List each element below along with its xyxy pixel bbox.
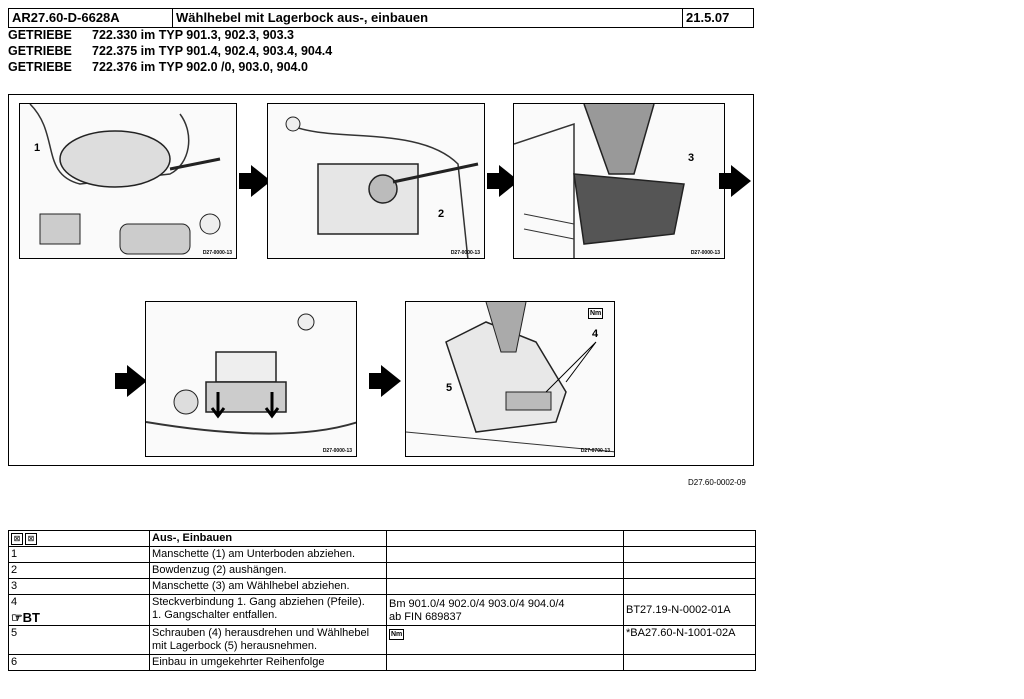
illustration-panel-5: Nm 4 5 D27-0700-13 bbox=[405, 301, 615, 457]
document-header: AR27.60-D-6628A Wählhebel mit Lagerbock … bbox=[8, 8, 754, 28]
torque-nm-icon: Nm bbox=[588, 308, 604, 319]
illustration-panel-1: 1 D27-0000-13 bbox=[19, 103, 237, 259]
pointing-hand-icon: ☞ bbox=[11, 610, 23, 625]
table-header-row: ⊠⊠ Aus-, Einbauen bbox=[8, 530, 756, 547]
figure-reference: D27.60-0002-09 bbox=[688, 478, 746, 487]
callout-3: 3 bbox=[688, 152, 695, 164]
step-text: Manschette (1) am Unterboden abziehen. bbox=[149, 546, 387, 563]
step-number: 1 bbox=[8, 546, 150, 563]
installation-symbol-icon: ⊠ bbox=[25, 533, 37, 545]
step-text: Bowdenzug (2) aushängen. bbox=[149, 562, 387, 579]
table-row: 6 Einbau in umgekehrter Reihenfolge bbox=[8, 654, 756, 671]
step-number: 2 bbox=[8, 562, 150, 579]
doc-title: Wählhebel mit Lagerbock aus-, einbauen bbox=[173, 9, 683, 27]
sequence-arrow-icon bbox=[239, 165, 271, 197]
step-text: Einbau in umgekehrter Reihenfolge bbox=[149, 654, 387, 671]
step-reference: *BA27.60-N-1001-02A bbox=[623, 625, 756, 655]
sequence-arrow-icon bbox=[369, 365, 401, 397]
sequence-arrow-icon bbox=[719, 165, 751, 197]
table-row: 3 Manschette (3) am Wählhebel abziehen. bbox=[8, 578, 756, 595]
step-text: Steckverbindung 1. Gang abziehen (Pfeile… bbox=[149, 594, 387, 626]
removal-symbol-icon: ⊠ bbox=[11, 533, 23, 545]
header-symbols-cell: ⊠⊠ bbox=[8, 530, 150, 547]
panel-code: D27-0000-13 bbox=[202, 250, 232, 256]
step-scope: Nm bbox=[386, 625, 624, 655]
header-action: Aus-, Einbauen bbox=[149, 530, 387, 547]
callout-4: 4 bbox=[592, 328, 599, 340]
table-row: 2 Bowdenzug (2) aushängen. bbox=[8, 562, 756, 579]
panel-code: D27-0700-13 bbox=[580, 448, 610, 454]
illustration-panel-4: D27-0000-13 bbox=[145, 301, 357, 457]
illustration-panel-2: 2 D27-0000-13 bbox=[267, 103, 485, 259]
table-row: 5 Schrauben (4) herausdrehen und Wählheb… bbox=[8, 625, 756, 655]
callout-2: 2 bbox=[438, 208, 445, 220]
sequence-arrow-icon bbox=[115, 365, 147, 397]
illustration-panel-3: 3 D27-0000-13 bbox=[513, 103, 725, 259]
illustration-frame: 1 D27-0000-13 2 D27-0000-13 3 D27-0000-1… bbox=[8, 94, 754, 466]
panel-code: D27-0000-13 bbox=[690, 250, 720, 256]
step-reference: BT27.19-N-0002-01A bbox=[623, 594, 756, 626]
torque-nm-icon: Nm bbox=[389, 629, 405, 640]
step-text: Manschette (3) am Wählhebel abziehen. bbox=[149, 578, 387, 595]
step-number: 5 bbox=[8, 625, 150, 655]
step-number: 3 bbox=[8, 578, 150, 595]
step-text: Schrauben (4) herausdrehen und Wählhebel… bbox=[149, 625, 387, 655]
doc-date: 21.5.07 bbox=[686, 10, 730, 25]
table-row: 1 Manschette (1) am Unterboden abziehen. bbox=[8, 546, 756, 563]
panel-code: D27-0000-13 bbox=[450, 250, 480, 256]
procedure-table: ⊠⊠ Aus-, Einbauen 1 Manschette (1) am Un… bbox=[8, 530, 756, 671]
table-row: 4 ☞BT Steckverbindung 1. Gang abziehen (… bbox=[8, 594, 756, 626]
bt-label: BT bbox=[22, 610, 40, 625]
step-number: 6 bbox=[8, 654, 150, 671]
step-number: 4 ☞BT bbox=[8, 594, 150, 626]
doc-number: AR27.60-D-6628A bbox=[9, 9, 173, 27]
callout-1: 1 bbox=[34, 142, 41, 154]
panel-code: D27-0000-13 bbox=[322, 448, 352, 454]
callout-5: 5 bbox=[446, 382, 453, 394]
